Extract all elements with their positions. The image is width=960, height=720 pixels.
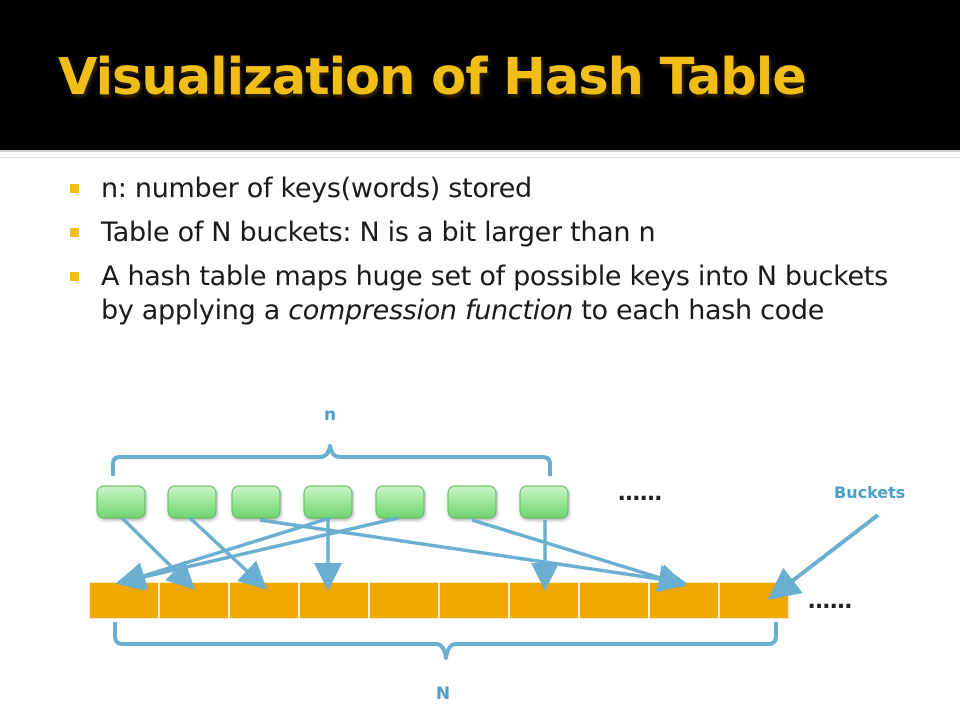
buckets-row (88, 581, 790, 620)
buckets-brace (113, 622, 778, 660)
mapping-arrows (115, 516, 687, 593)
bucket-cell (298, 581, 370, 620)
slide-title: Visualization of Hash Table (58, 48, 807, 107)
bucket-cell (508, 581, 580, 620)
bucket-cell (368, 581, 440, 620)
bullet-text: Table of N buckets: N is a bit larger th… (101, 217, 656, 248)
keys-brace (111, 444, 552, 476)
keys-row (96, 485, 569, 519)
bullet-item: A hash table maps huge set of possible k… (70, 260, 910, 328)
hash-table-diagram: n …… …… Buckets N (88, 405, 905, 704)
bucket-cell (718, 581, 790, 620)
bullet-text-emphasis: compression function (288, 295, 573, 326)
slide-content: n: number of keys(words) stored Table of… (0, 158, 960, 720)
key-box (375, 485, 425, 519)
buckets-callout-label: Buckets (834, 483, 905, 502)
key-box (303, 485, 353, 519)
mapping-arrow (120, 516, 195, 590)
bucket-cell (88, 581, 160, 620)
buckets-label: N (436, 684, 450, 704)
square-bullet-icon (70, 272, 79, 281)
title-bar: Visualization of Hash Table (0, 0, 960, 150)
bucket-cell (158, 581, 230, 620)
key-box (167, 485, 217, 519)
bucket-cell (438, 581, 510, 620)
bucket-cell (578, 581, 650, 620)
buckets-ellipsis: …… (808, 589, 852, 614)
mapping-arrow (115, 516, 399, 591)
bullet-text: n: number of keys(words) stored (101, 173, 532, 204)
key-box (519, 485, 569, 519)
bullet-text-end: to each hash code (572, 295, 825, 326)
mapping-arrow (259, 518, 687, 593)
bucket-cell (648, 581, 720, 620)
title-divider (0, 150, 960, 158)
keys-ellipsis: …… (618, 481, 662, 506)
square-bullet-icon (70, 184, 79, 193)
key-box (96, 485, 146, 519)
bullet-item: n: number of keys(words) stored (70, 172, 910, 206)
square-bullet-icon (70, 228, 79, 237)
mapping-arrow (471, 518, 687, 592)
mapping-arrow (117, 516, 331, 590)
buckets-callout-arrow (767, 513, 880, 600)
key-box (447, 485, 497, 519)
bullet-list: n: number of keys(words) stored Table of… (70, 172, 910, 338)
key-box (231, 485, 281, 519)
keys-label: n (324, 405, 336, 425)
bullet-text-start: A hash table maps huge set of possible k… (101, 261, 888, 326)
bucket-cell (228, 581, 300, 620)
bullet-item: Table of N buckets: N is a bit larger th… (70, 216, 910, 250)
